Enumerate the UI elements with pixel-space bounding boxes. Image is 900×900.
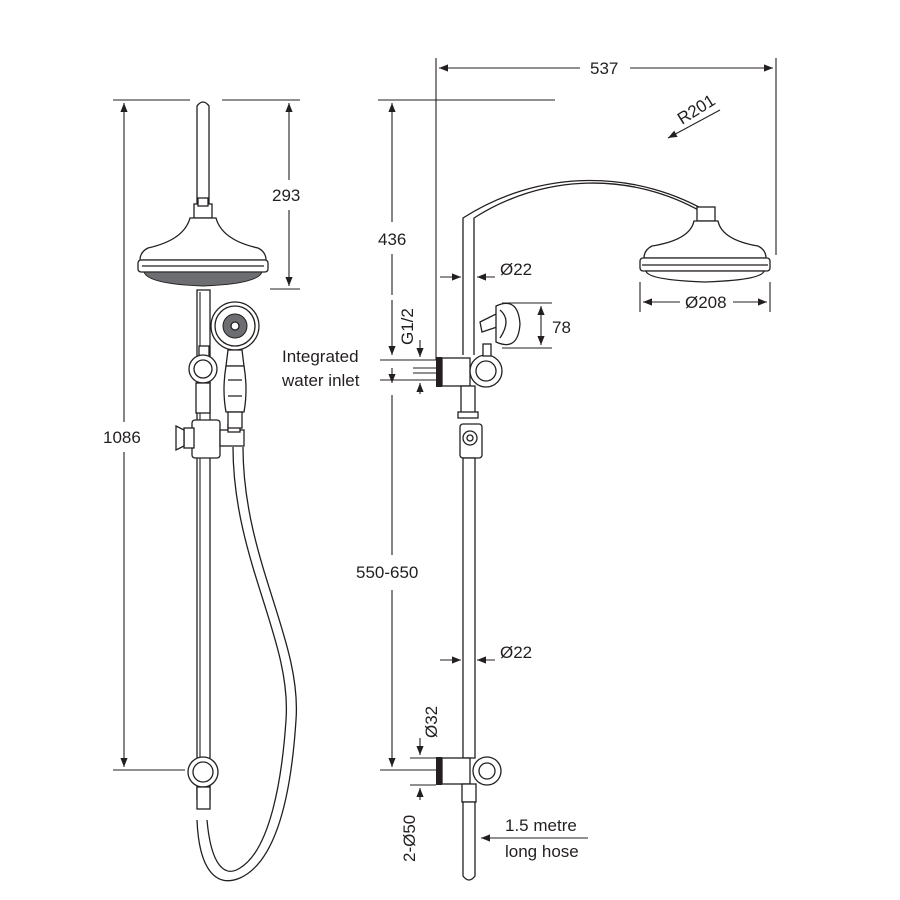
- arm-reach-label: 537: [590, 59, 618, 78]
- inlet-thread-label: G1/2: [398, 308, 417, 345]
- side-view: [436, 179, 771, 881]
- bracket-centres-label: 2-Ø50: [400, 815, 419, 862]
- side-hose: [462, 801, 476, 881]
- front-view: [137, 101, 298, 882]
- side-rail: [462, 457, 476, 759]
- adjustable-range-label: 550-650: [356, 563, 418, 582]
- front-rose-dome: [139, 217, 267, 261]
- side-hand-shower: [479, 302, 521, 346]
- front-rose-face: [143, 271, 263, 287]
- side-diverter-body: [459, 423, 483, 459]
- rose-diameter-label: Ø208: [685, 293, 727, 312]
- rose-drop-label: 293: [272, 186, 300, 205]
- front-lower-holder: [187, 756, 219, 810]
- front-riser-pipe: [196, 101, 210, 206]
- total-height-label: 1086: [103, 428, 141, 447]
- bracket-diameter-label: Ø32: [422, 706, 441, 738]
- dimension-lines: [113, 58, 777, 842]
- front-diverter-body: [175, 419, 245, 459]
- arm-height-label: 436: [378, 230, 406, 249]
- side-rose-connector: [696, 206, 716, 222]
- inlet-label-line2: water inlet: [281, 371, 360, 390]
- lower-rail-diameter-label: Ø22: [500, 643, 532, 662]
- handpiece-height-label: 78: [552, 318, 571, 337]
- front-hand-shower: [210, 301, 260, 429]
- side-rose-face: [645, 270, 765, 283]
- side-lower-bracket: [436, 756, 502, 803]
- side-inlet-body: [436, 343, 503, 419]
- side-rose-dome: [643, 220, 767, 259]
- front-upper-holder: [188, 345, 218, 414]
- front-hose: [206, 446, 288, 872]
- side-gooseneck-arm: [462, 179, 714, 355]
- hose-label-line2: long hose: [505, 842, 579, 861]
- upper-rail-diameter-label: Ø22: [500, 260, 532, 279]
- hose-label-line1: 1.5 metre: [505, 816, 577, 835]
- inlet-label-line1: Integrated: [282, 347, 359, 366]
